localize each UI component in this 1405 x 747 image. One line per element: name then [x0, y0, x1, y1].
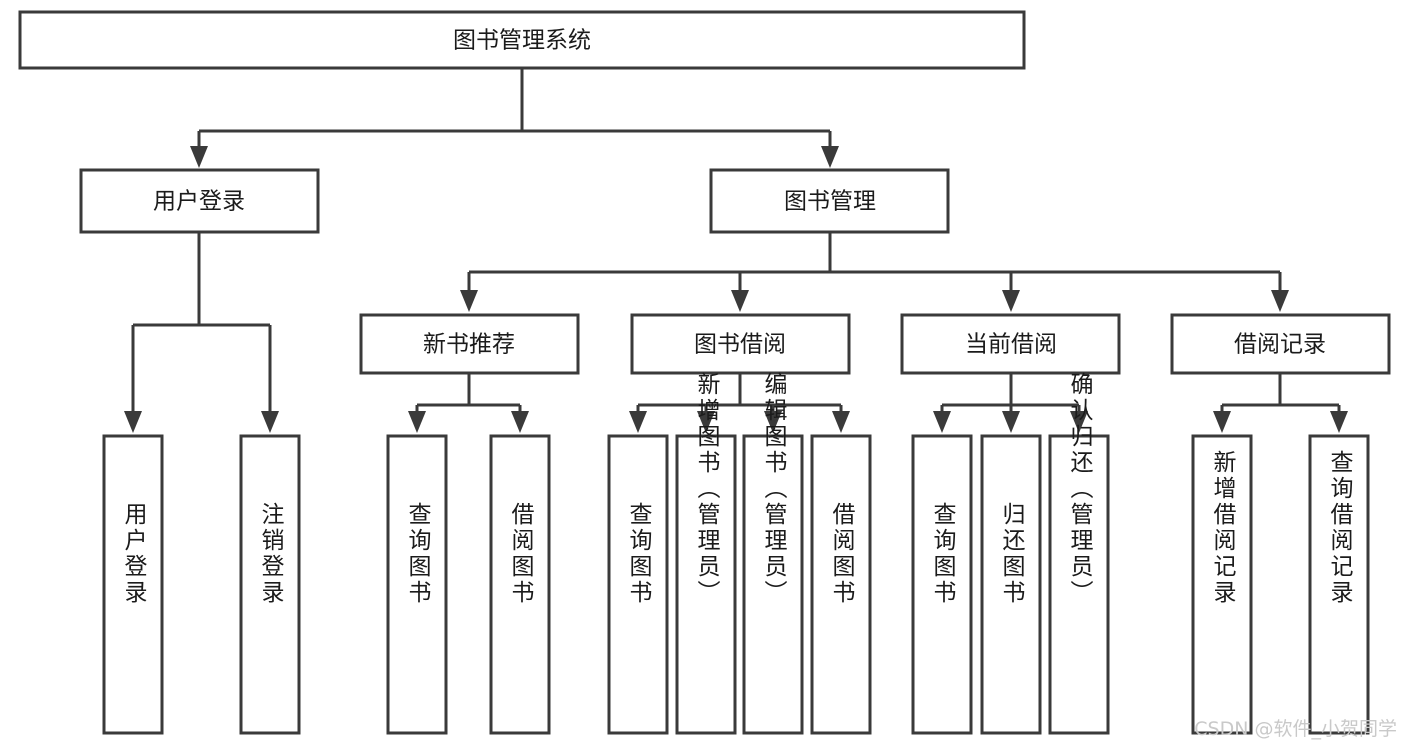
node-leaf-query-book-2-label: 查询图书: [625, 502, 653, 606]
arrow-leaf-borrow-book-2: [832, 411, 850, 433]
node-leaf-query-book-2[interactable]: 查询图书: [607, 434, 669, 735]
node-leaf-logout-box[interactable]: [239, 434, 301, 735]
node-leaf-borrow-book-2[interactable]: 借阅图书: [810, 434, 872, 735]
node-leaf-query-book-1[interactable]: 查询图书: [386, 434, 448, 735]
node-leaf-query-book-3-label: 查询图书: [929, 502, 957, 606]
node-borrow-record-label: 借阅记录: [1234, 332, 1326, 358]
arrow-leaf-return-book: [1002, 411, 1020, 433]
node-leaf-query-book-1-label: 查询图书: [404, 502, 432, 606]
edge-layer: [124, 68, 1348, 433]
node-leaf-borrow-book-1[interactable]: 借阅图书: [489, 434, 551, 735]
node-leaf-add-record-label: 新增借阅记录: [1209, 450, 1237, 606]
node-layer: 图书管理系统 用户登录 图书管理 新书推荐 图书借阅 当前借阅 借阅记录: [18, 10, 1391, 735]
node-leaf-return-book[interactable]: 归还图书: [980, 434, 1042, 735]
node-leaf-add-book-box[interactable]: [675, 434, 737, 735]
node-leaf-query-book-1-box[interactable]: [386, 434, 448, 735]
node-leaf-return-book-label: 归还图书: [998, 502, 1026, 606]
node-leaf-logout-label: 注销登录: [257, 502, 285, 606]
node-leaf-edit-book[interactable]: 编辑图书（管理员）: [742, 372, 804, 735]
node-current-borrow[interactable]: 当前借阅: [900, 313, 1121, 375]
arrow-to-user-login: [190, 146, 208, 168]
node-borrow-record-box[interactable]: [1170, 313, 1391, 375]
arrow-leaf-user-login: [124, 411, 142, 433]
node-book-manage-box[interactable]: [709, 168, 950, 234]
arrow-to-book-manage: [821, 146, 839, 168]
node-leaf-query-book-3-box[interactable]: [911, 434, 973, 735]
node-current-borrow-label: 当前借阅: [965, 332, 1057, 358]
node-user-login-label: 用户登录: [153, 189, 245, 215]
node-leaf-add-book-label: 新增图书（管理员）: [693, 372, 721, 606]
node-new-book-rec-label: 新书推荐: [423, 332, 515, 358]
node-leaf-query-book-2-box[interactable]: [607, 434, 669, 735]
node-root-box[interactable]: [18, 10, 1026, 70]
node-leaf-borrow-book-2-box[interactable]: [810, 434, 872, 735]
arrow-leaf-query-book-2: [629, 411, 647, 433]
node-leaf-logout[interactable]: 注销登录: [239, 434, 301, 735]
node-leaf-confirm-return-label: 确认归还（管理员）: [1066, 372, 1094, 606]
arrow-to-currentborrow: [1002, 290, 1020, 312]
node-root[interactable]: 图书管理系统: [18, 10, 1026, 70]
node-leaf-user-login[interactable]: 用户登录: [102, 434, 164, 735]
arrow-leaf-query-book-1: [408, 411, 426, 433]
arrow-to-borrowrecord: [1271, 290, 1289, 312]
node-leaf-query-record-label: 查询借阅记录: [1326, 450, 1354, 606]
node-leaf-edit-book-label: 编辑图书（管理员）: [760, 372, 788, 606]
node-current-borrow-box[interactable]: [900, 313, 1121, 375]
node-leaf-query-book-3[interactable]: 查询图书: [911, 434, 973, 735]
node-leaf-borrow-book-1-box[interactable]: [489, 434, 551, 735]
node-leaf-user-login-box[interactable]: [102, 434, 164, 735]
arrow-to-newbook: [460, 290, 478, 312]
node-leaf-query-record[interactable]: 查询借阅记录: [1308, 434, 1370, 735]
node-book-manage[interactable]: 图书管理: [709, 168, 950, 234]
arrow-leaf-add-record: [1213, 411, 1231, 433]
node-book-borrow[interactable]: 图书借阅: [630, 313, 851, 375]
arrow-leaf-query-record: [1330, 411, 1348, 433]
node-leaf-user-login-label: 用户登录: [120, 502, 148, 606]
node-leaf-add-record-box[interactable]: [1191, 434, 1253, 735]
node-leaf-confirm-return[interactable]: 确认归还（管理员）: [1048, 372, 1110, 735]
node-leaf-return-book-box[interactable]: [980, 434, 1042, 735]
arrow-leaf-query-book-3: [933, 411, 951, 433]
node-borrow-record[interactable]: 借阅记录: [1170, 313, 1391, 375]
node-root-label: 图书管理系统: [453, 28, 591, 54]
arrow-leaf-borrow-book-1: [511, 411, 529, 433]
node-leaf-query-record-box[interactable]: [1308, 434, 1370, 735]
arrow-to-bookborrow: [731, 290, 749, 312]
node-user-login[interactable]: 用户登录: [79, 168, 320, 234]
node-leaf-borrow-book-2-label: 借阅图书: [828, 502, 856, 606]
node-leaf-add-book[interactable]: 新增图书（管理员）: [675, 372, 737, 735]
arrow-leaf-logout: [261, 411, 279, 433]
node-leaf-add-record[interactable]: 新增借阅记录: [1191, 434, 1253, 735]
node-user-login-box[interactable]: [79, 168, 320, 234]
node-book-borrow-label: 图书借阅: [694, 332, 786, 358]
node-book-borrow-box[interactable]: [630, 313, 851, 375]
node-leaf-confirm-return-box[interactable]: [1048, 434, 1110, 735]
node-new-book-rec[interactable]: 新书推荐: [359, 313, 580, 375]
node-leaf-borrow-book-1-label: 借阅图书: [507, 502, 535, 606]
node-book-manage-label: 图书管理: [784, 189, 876, 215]
node-new-book-rec-box[interactable]: [359, 313, 580, 375]
node-leaf-edit-book-box[interactable]: [742, 434, 804, 735]
